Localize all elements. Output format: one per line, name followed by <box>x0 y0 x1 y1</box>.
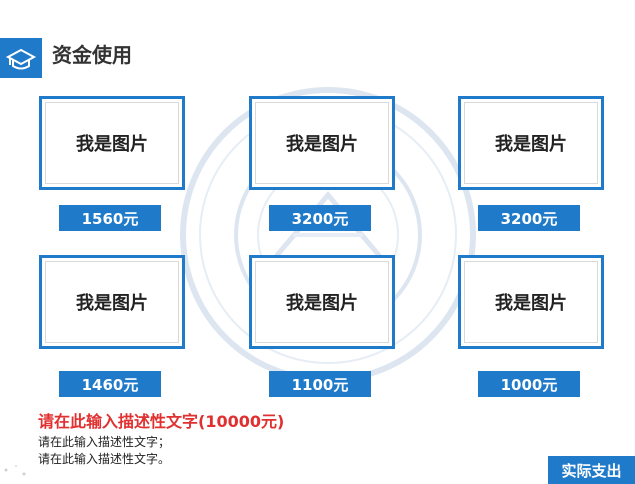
image-placeholder-label: 我是图片 <box>76 293 148 314</box>
page-title: 资金使用 <box>52 43 132 67</box>
price-tag: 3200元 <box>269 205 371 231</box>
image-placeholder-label: 我是图片 <box>286 134 358 155</box>
image-placeholder-card[interactable]: 我是图片 <box>249 96 395 190</box>
graduation-cap-icon <box>5 48 37 70</box>
description-title: 请在此输入描述性文字(10000元) <box>38 412 285 431</box>
image-placeholder-card[interactable]: 我是图片 <box>39 255 185 349</box>
description-line: 请在此输入描述性文字。 <box>38 452 171 466</box>
image-placeholder-card[interactable]: 我是图片 <box>458 255 604 349</box>
image-placeholder-card[interactable]: 我是图片 <box>458 96 604 190</box>
actual-expense-button[interactable]: 实际支出 <box>548 456 635 484</box>
price-tag: 1460元 <box>59 371 161 397</box>
image-placeholder-label: 我是图片 <box>495 293 567 314</box>
price-tag: 1100元 <box>269 371 371 397</box>
price-tag: 1560元 <box>59 205 161 231</box>
image-placeholder-label: 我是图片 <box>76 134 148 155</box>
image-placeholder-card[interactable]: 我是图片 <box>249 255 395 349</box>
image-placeholder-label: 我是图片 <box>286 293 358 314</box>
image-placeholder-card[interactable]: 我是图片 <box>39 96 185 190</box>
price-tag: 3200元 <box>478 205 580 231</box>
header-icon-box <box>0 38 42 78</box>
image-placeholder-label: 我是图片 <box>495 134 567 155</box>
description-line: 请在此输入描述性文字； <box>38 435 171 449</box>
price-tag: 1000元 <box>478 371 580 397</box>
